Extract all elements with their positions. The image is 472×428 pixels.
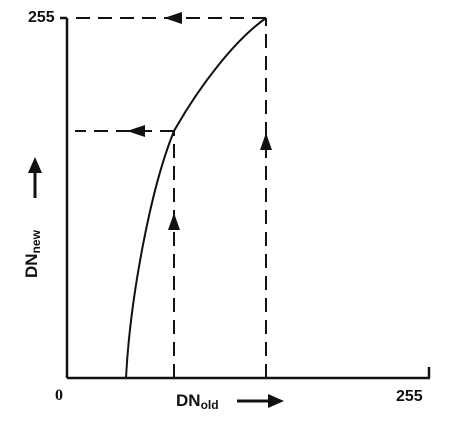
y-axis-label: DNnew [22, 230, 43, 278]
x-tick-255: 255 [396, 388, 423, 405]
y-tick-255: 255 [28, 9, 55, 26]
arrow-left-low-icon [127, 125, 145, 137]
x-axis-label-sub: old [200, 398, 219, 412]
y-direction-arrow-icon [28, 157, 42, 173]
arrow-up-low-icon [168, 213, 180, 230]
y-axis-label-sub: new [29, 230, 43, 254]
x-axis-label: DNold [176, 391, 219, 412]
x-axis-label-main: DN [176, 391, 201, 410]
x-tick-0: 0 [55, 387, 63, 404]
arrow-left-high-icon [164, 12, 182, 24]
x-direction-arrow-icon [268, 394, 284, 408]
arrow-up-high-icon [260, 133, 272, 150]
y-axis-label-main: DN [22, 253, 41, 278]
transfer-curve [125, 17, 267, 379]
